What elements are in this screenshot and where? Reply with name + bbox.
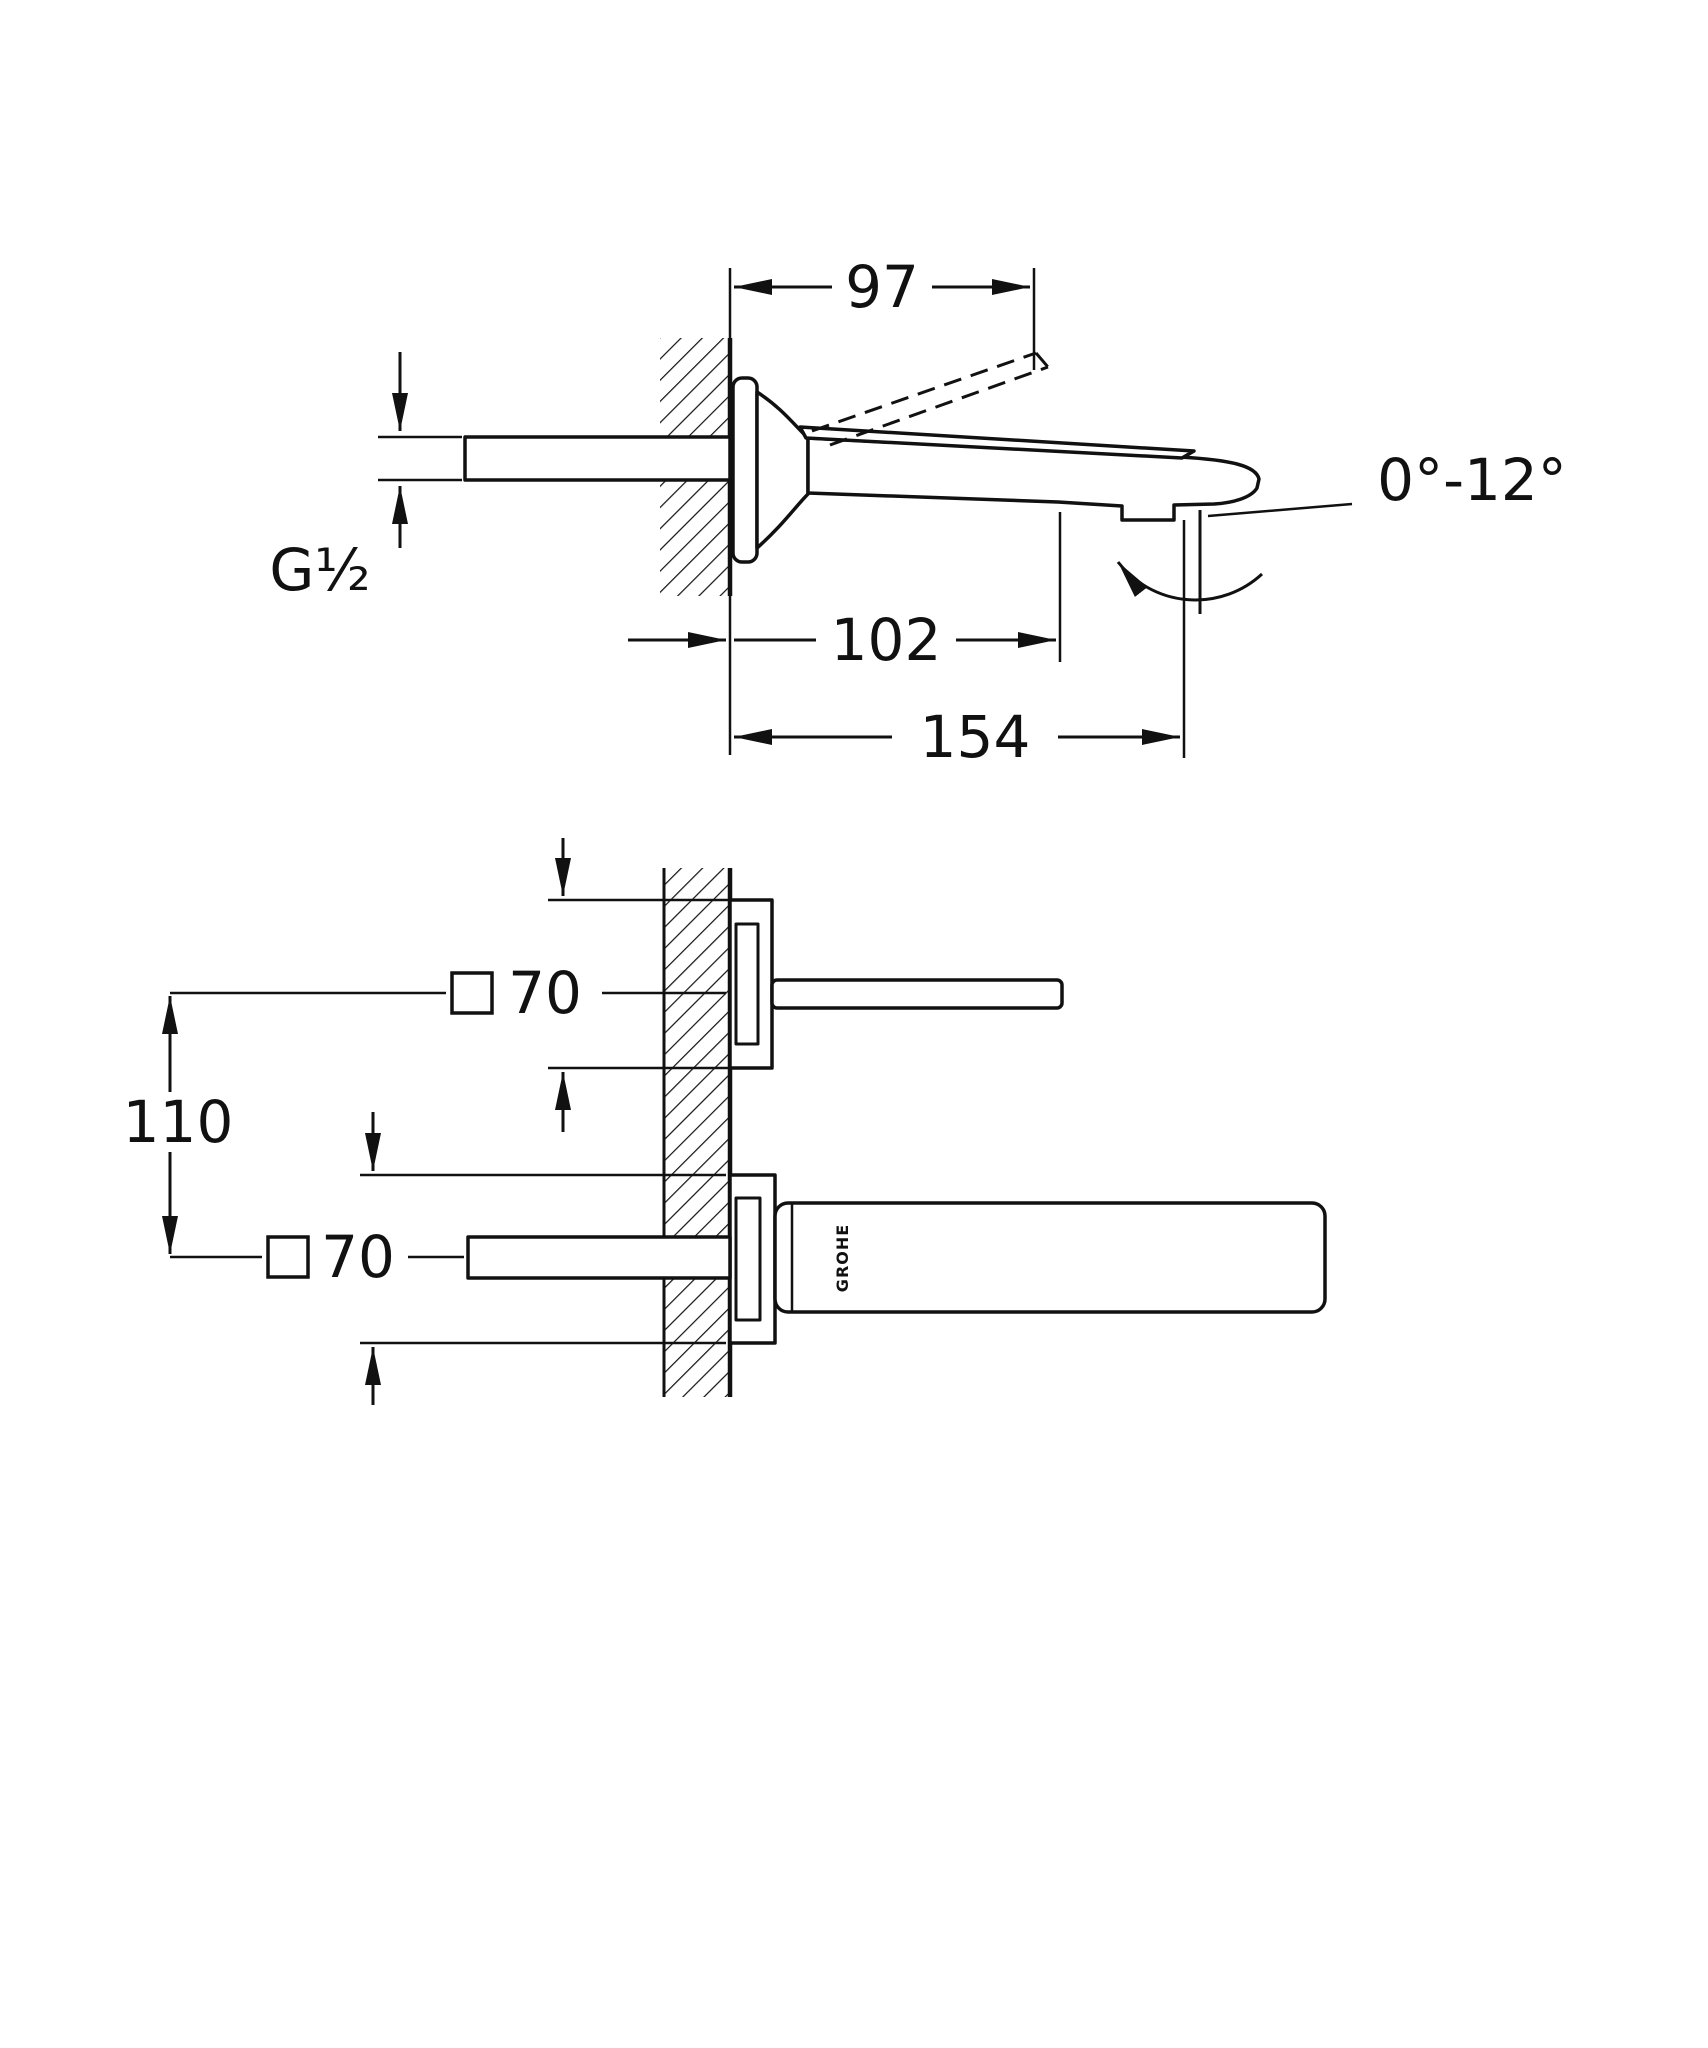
spout-body bbox=[806, 436, 1261, 522]
square-dimension-icon bbox=[450, 971, 494, 1015]
leader-line bbox=[1207, 502, 1353, 518]
square-dimension-icon bbox=[266, 1235, 310, 1279]
wall-hatch bbox=[664, 868, 730, 1397]
dim-110-label: 110 bbox=[123, 1088, 234, 1156]
brand-mark: GROHE bbox=[833, 1224, 852, 1292]
dim-102-label: 102 bbox=[831, 606, 942, 674]
angle-range-label: 0°-12° bbox=[1377, 446, 1567, 514]
lever-handle bbox=[798, 425, 1196, 460]
dim-154-label: 154 bbox=[920, 703, 1031, 771]
handle-cartridge bbox=[734, 922, 760, 1046]
lever-raised-dashed bbox=[829, 365, 1049, 447]
lever-raised-dashed bbox=[811, 351, 1037, 433]
spout-escutcheon-inner bbox=[734, 1196, 762, 1322]
plan-view: 70 110 GROHE 70 bbox=[123, 838, 1327, 1405]
lever-raised-dashed bbox=[1034, 352, 1050, 368]
dim-97-label: 97 bbox=[845, 253, 919, 321]
thread-size-label: G¹⁄₂ bbox=[269, 536, 370, 604]
escutcheon-plate bbox=[731, 376, 759, 564]
dim-spout-plate-label: 70 bbox=[321, 1223, 395, 1291]
supply-pipe-plan bbox=[466, 1235, 732, 1280]
side-view: G¹⁄₂ 97 0°-12° 102 154 bbox=[269, 253, 1566, 771]
supply-pipe bbox=[463, 435, 732, 482]
lever-handle-plan bbox=[770, 978, 1064, 1010]
angle-arc bbox=[1116, 561, 1264, 602]
escutcheon-trumpet bbox=[755, 390, 810, 550]
dim-handle-plate-label: 70 bbox=[508, 959, 582, 1027]
spout-body-plan bbox=[773, 1201, 1327, 1314]
